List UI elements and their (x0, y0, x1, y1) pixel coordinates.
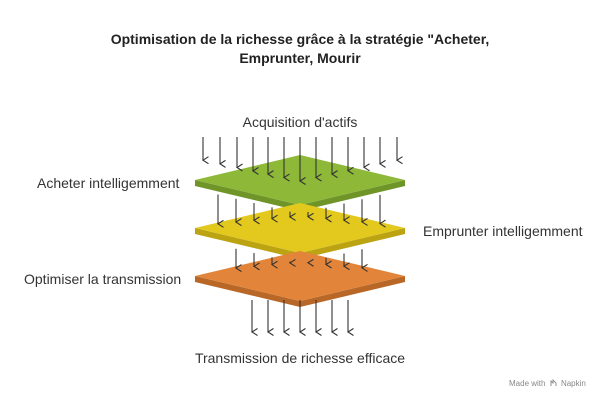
title-line-2: Emprunter, Mourir (239, 50, 361, 66)
layer-optimize-left-edge (195, 276, 300, 307)
label-asset-acquisition: Acquisition d'actifs (242, 114, 358, 130)
layer-borrow-right-edge (300, 228, 405, 259)
label-borrow-smart: Emprunter intelligemment (423, 223, 583, 239)
title-line-1: Optimisation de la richesse grâce à la s… (110, 31, 490, 47)
arrows (203, 137, 397, 332)
watermark: Made with Napkin (509, 378, 586, 388)
layer-optimize-surface (195, 251, 405, 301)
napkin-logo-icon (550, 378, 559, 388)
layer-buy-right-edge (300, 180, 405, 211)
layer-optimize-right-edge (300, 276, 405, 307)
layer-borrow-surface (195, 203, 405, 253)
label-efficient-wealth-transfer: Transmission de richesse efficace (194, 350, 406, 366)
layer-borrow (195, 203, 405, 259)
label-buy-smart: Acheter intelligemment (37, 175, 180, 191)
layer-buy-left-edge (195, 180, 300, 211)
page-title: Optimisation de la richesse grâce à la s… (0, 30, 600, 68)
watermark-brand: Napkin (560, 379, 586, 388)
watermark-prefix: Made with (509, 379, 546, 388)
layer-borrow-left-edge (195, 228, 300, 259)
layer-optimize (195, 251, 405, 307)
label-optimize-transmission: Optimiser la transmission (24, 271, 182, 287)
